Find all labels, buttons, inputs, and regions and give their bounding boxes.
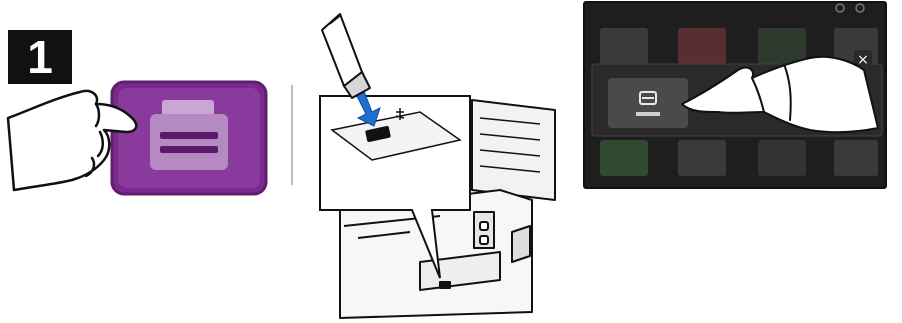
usb-insert-illustration: [300, 0, 570, 323]
touchscreen-illustration: ×: [578, 0, 902, 323]
panel-divider: [291, 85, 293, 185]
usb-insert-panel: [300, 0, 570, 323]
touchscreen-panel: ×: [578, 0, 902, 323]
usb-drive-icon[interactable]: [322, 14, 370, 98]
step-one-panel: 1: [0, 0, 290, 323]
print-app-illustration: [0, 0, 290, 323]
print-app-icon[interactable]: [112, 82, 266, 194]
